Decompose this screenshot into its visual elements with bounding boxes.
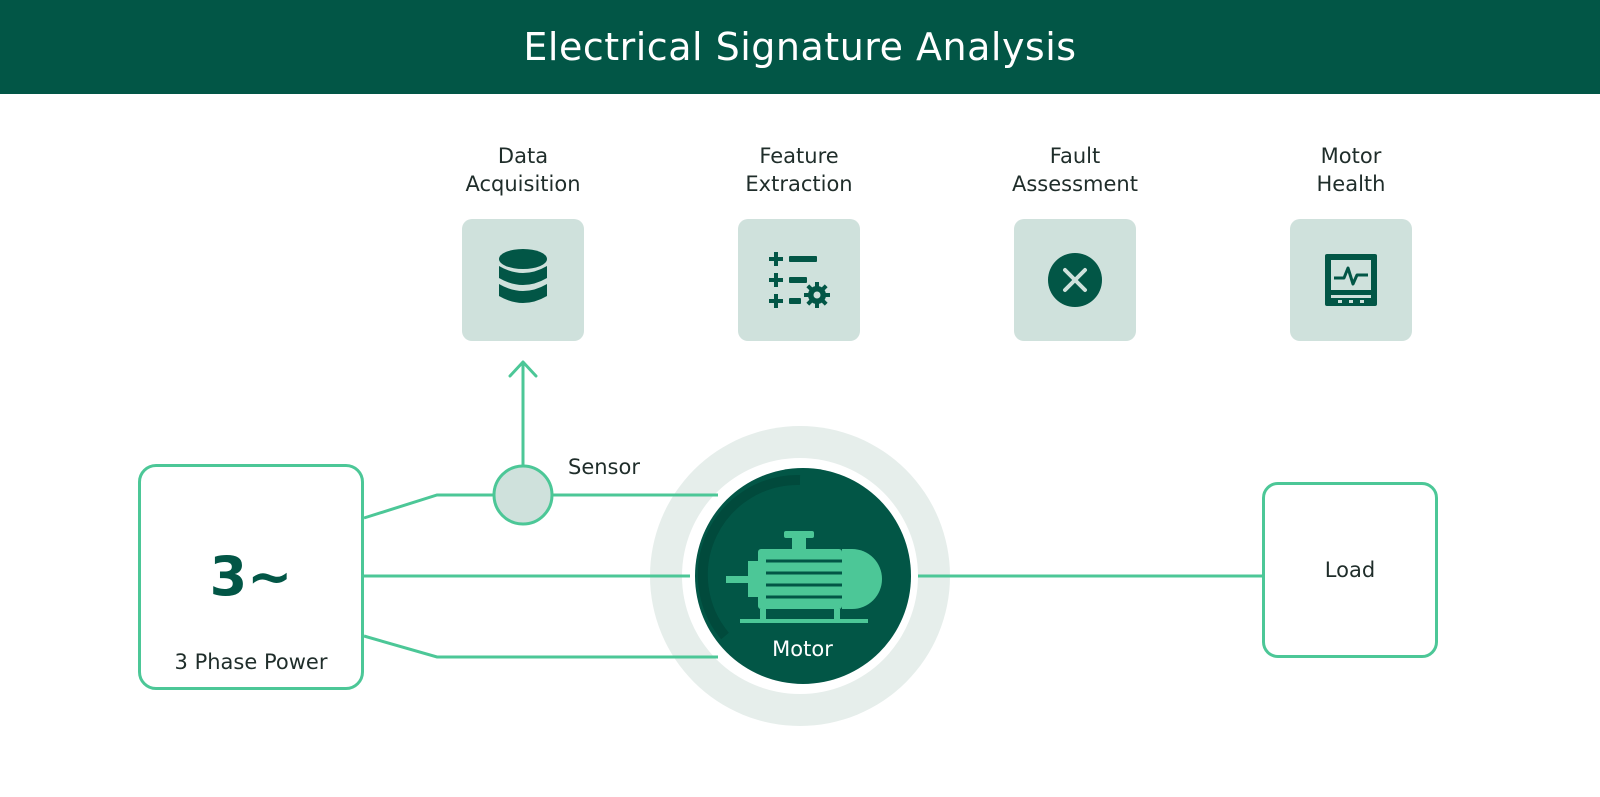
power-line-top [363,493,718,520]
step-tile-fault-assessment [1014,219,1136,341]
load-label: Load [1324,558,1376,582]
load-box: Load [1262,482,1438,658]
database-icon [499,249,547,303]
page-title: Electrical Signature Analysis [523,25,1077,69]
step-tile-motor-health [1290,219,1412,341]
step-tile-feature-extraction [738,219,860,341]
step-label-motor-health: Motor Health [1316,144,1386,196]
motor-icon [726,531,882,623]
sensor-label: Sensor [568,455,640,479]
three-phase-power-box: 3~ 3 Phase Power [138,464,364,690]
sensor-node [492,464,554,526]
header-banner: Electrical Signature Analysis [0,0,1600,94]
step-label-feature-extraction: Feature Extraction [745,144,853,196]
monitor-waveform-icon [1325,254,1377,306]
step-label-data-acquisition: Data Acquisition [465,144,581,196]
power-line-bottom [363,634,718,659]
three-phase-symbol: 3~ [209,545,293,608]
step-tile-data-acquisition [462,219,584,341]
fault-x-icon [1048,253,1102,307]
settings-list-icon [769,252,830,308]
three-phase-power-label: 3 Phase Power [174,650,328,674]
motor-disc-shade [697,474,801,640]
step-label-fault-assessment: Fault Assessment [1012,144,1138,196]
motor-fins [766,559,842,599]
motor-label: Motor [772,637,833,661]
sensor-arrow-head [508,360,538,378]
